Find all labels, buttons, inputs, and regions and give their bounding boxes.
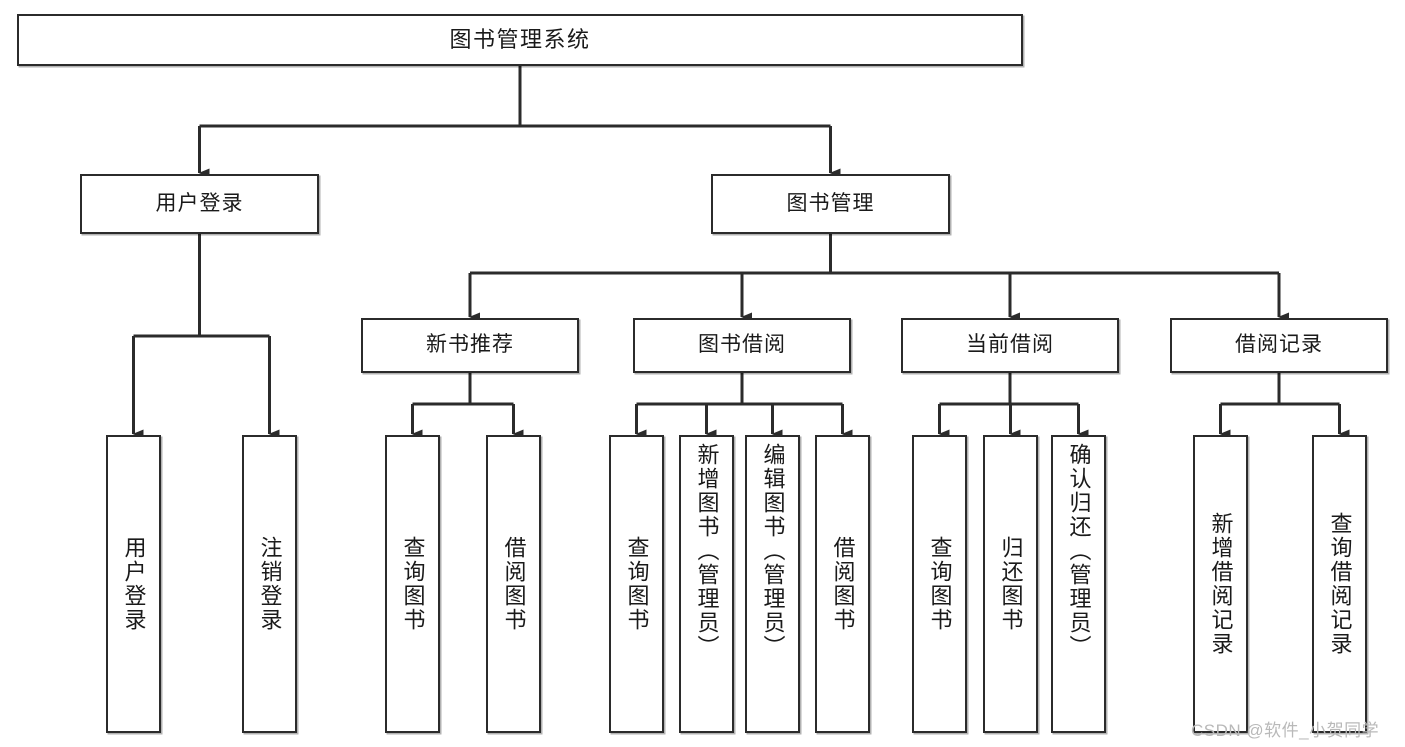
connector-lines [132, 66, 1350, 439]
node-label: 注销登录 [257, 536, 283, 632]
node-label: 新增图书（管理员） [694, 443, 720, 659]
node-leaf-user-logout[interactable]: 注销登录 [242, 435, 297, 733]
node-leaf-borrow-book-2[interactable]: 借阅图书 [815, 435, 870, 733]
node-label: 借阅记录 [1235, 333, 1323, 357]
node-label: 图书借阅 [698, 333, 786, 357]
node-label: 当前借阅 [966, 333, 1054, 357]
node-label: 查询图书 [400, 536, 426, 632]
node-leaf-edit-book[interactable]: 编辑图书（管理员） [745, 435, 800, 733]
node-leaf-query-record[interactable]: 查询借阅记录 [1312, 435, 1367, 733]
node-leaf-confirm-return[interactable]: 确认归还（管理员） [1051, 435, 1106, 733]
watermark-label: CSDN @软件_小贺同学 [1191, 721, 1380, 740]
node-leaf-query-book-2[interactable]: 查询图书 [609, 435, 664, 733]
node-borrow-record[interactable]: 借阅记录 [1170, 318, 1388, 373]
node-leaf-query-book-3[interactable]: 查询图书 [912, 435, 967, 733]
node-label: 用户登录 [121, 536, 147, 632]
node-label: 查询借阅记录 [1327, 512, 1353, 656]
node-user-login[interactable]: 用户登录 [80, 174, 319, 234]
node-label: 用户登录 [155, 191, 244, 215]
node-leaf-borrow-book-1[interactable]: 借阅图书 [486, 435, 541, 733]
node-book-manage[interactable]: 图书管理 [711, 174, 950, 234]
node-leaf-return-book[interactable]: 归还图书 [983, 435, 1038, 733]
node-label: 确认归还（管理员） [1066, 443, 1092, 659]
node-new-book-rec[interactable]: 新书推荐 [361, 318, 579, 373]
node-label: 编辑图书（管理员） [760, 443, 786, 659]
node-leaf-query-book-1[interactable]: 查询图书 [385, 435, 440, 733]
node-label: 图书管理系统 [449, 27, 591, 53]
node-label: 归还图书 [998, 536, 1024, 632]
node-root[interactable]: 图书管理系统 [17, 14, 1023, 66]
node-label: 图书管理 [786, 191, 875, 215]
node-leaf-add-record[interactable]: 新增借阅记录 [1193, 435, 1248, 733]
node-label: 借阅图书 [830, 536, 856, 632]
node-label: 新书推荐 [426, 333, 514, 357]
node-leaf-user-login[interactable]: 用户登录 [106, 435, 161, 733]
node-book-borrow[interactable]: 图书借阅 [633, 318, 851, 373]
node-label: 查询图书 [927, 536, 953, 632]
node-leaf-add-book[interactable]: 新增图书（管理员） [679, 435, 734, 733]
node-label: 查询图书 [624, 536, 650, 632]
node-label: 借阅图书 [501, 536, 527, 632]
node-label: 新增借阅记录 [1208, 512, 1234, 656]
node-current-borrow[interactable]: 当前借阅 [901, 318, 1119, 373]
